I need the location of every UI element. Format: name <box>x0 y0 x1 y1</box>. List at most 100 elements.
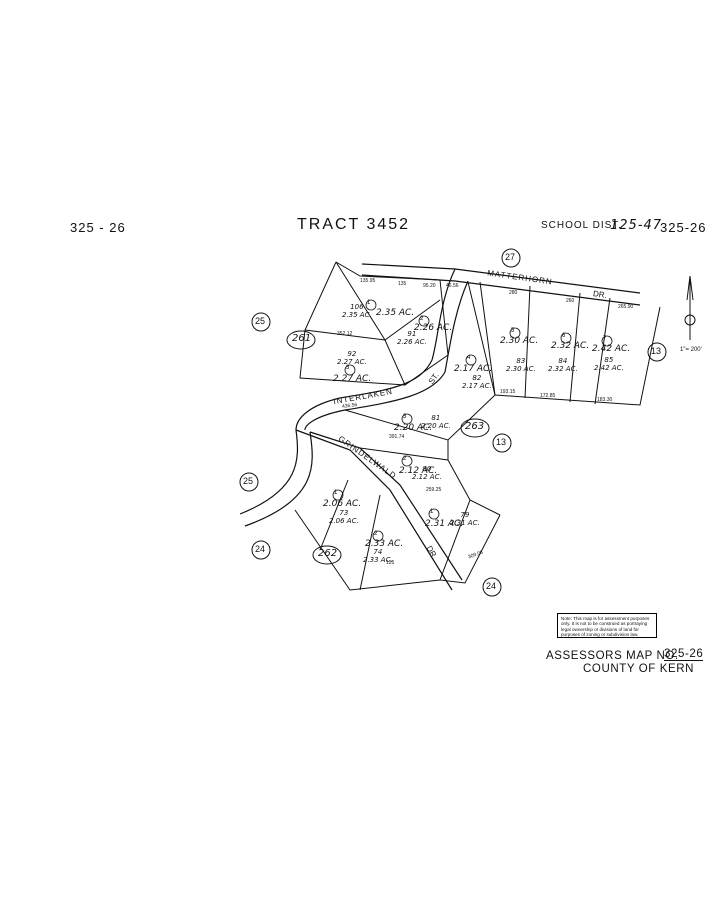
parcel-106-92-boundary <box>299 261 406 386</box>
ref-circle <box>501 248 521 268</box>
lot-number: 3 <box>346 365 350 371</box>
lot-number: 5 <box>511 328 515 334</box>
ref-circle <box>239 472 259 492</box>
dimension-label: 135 <box>398 281 407 287</box>
parcel-79-boundary <box>439 499 501 584</box>
parcel-acres: 2.26 AC. <box>414 323 453 333</box>
dimension-label: 95.20 <box>423 283 436 289</box>
ref-label: 24 <box>486 581 497 591</box>
ref-label: 24 <box>255 544 266 554</box>
lot-number: 4 <box>467 355 471 361</box>
dimension-label: 259.25 <box>426 487 442 493</box>
ref-circle <box>460 418 490 438</box>
lot-number: 2 <box>374 531 378 537</box>
parcel-80-boundary <box>359 447 501 516</box>
ref-label: 27 <box>505 252 516 262</box>
county-label: COUNTY OF KERN <box>583 663 695 675</box>
ref-label: 25 <box>255 316 266 326</box>
parcel-line-6 <box>467 281 496 396</box>
dimension-label: 135.95 <box>360 278 376 284</box>
grindelwald-west-edge <box>295 429 453 591</box>
parcel-acres: 2.17 AC. <box>454 364 493 374</box>
ref-label: 13 <box>651 346 662 356</box>
parcel-line-5 <box>594 297 611 405</box>
lot-number: 6 <box>562 333 566 339</box>
lot-number: 2 <box>420 316 424 322</box>
parcel-acres: 2.30 AC. <box>500 336 539 346</box>
dimension-label: 260 <box>566 298 575 304</box>
parcel-line-8 <box>319 479 349 551</box>
parcel-73-74-boundary <box>294 509 441 591</box>
ref-circle <box>251 540 271 560</box>
parcel-acres: 2.31 AC. <box>425 519 464 529</box>
ref-circle <box>251 312 271 332</box>
ref-label: 13 <box>496 437 507 447</box>
lot-number: 1 <box>367 300 371 306</box>
parcel-line-3 <box>524 285 531 399</box>
map-number-value: 325-26 <box>664 648 704 661</box>
ref-label: 263 <box>465 421 485 432</box>
lot-number: 2 <box>403 456 407 462</box>
ref-circle <box>647 342 667 362</box>
dimension-label: 280 <box>509 290 518 296</box>
map-title: TRACT 3452 <box>297 216 411 233</box>
west-road-north-edge <box>239 429 299 515</box>
lot-number: 7 <box>603 336 607 342</box>
dimension-label: 391.74 <box>389 434 405 440</box>
parcel-91-boundary <box>335 261 449 386</box>
parcel-line-2 <box>384 299 441 341</box>
parcel-acres: 2.35 AC. <box>376 308 415 318</box>
parcel-line-1 <box>304 329 386 341</box>
parcel-acres: 2.20 AC. <box>394 423 433 433</box>
ref-label: 262 <box>318 548 338 559</box>
parcel-81-boundary <box>344 394 496 441</box>
parcel-acres: 2.33 AC. <box>365 539 404 549</box>
lot-number: 1 <box>430 509 434 515</box>
east-block-boundary <box>479 281 661 406</box>
dimension-label: 183.30 <box>597 397 613 403</box>
parcel-acres: 2.27 AC. <box>333 374 372 384</box>
book-page-right: 325-26 <box>660 220 707 235</box>
school-dist-value: 125-47 <box>610 218 663 233</box>
parcel-line-4 <box>569 292 581 403</box>
dimension-label: 352.12 <box>337 331 353 337</box>
street-matterhorn-suffix: DR. <box>592 289 608 300</box>
north-arrow-icon <box>684 275 696 340</box>
school-dist-label: SCHOOL DIST. <box>541 220 623 231</box>
ref-label: 261 <box>292 333 312 344</box>
ref-circle <box>482 577 502 597</box>
lot-number: 1 <box>334 490 338 496</box>
ref-circle <box>312 545 342 565</box>
parcel-acres: 2.12 AC. <box>399 466 438 476</box>
ref-circle <box>286 330 316 350</box>
west-road-south-edge <box>244 431 313 527</box>
parcel-acres: 2.06 AC. <box>323 499 362 509</box>
parcel-acres: 2.42 AC. <box>592 344 631 354</box>
parcel-acres: 2.32 AC. <box>551 341 590 351</box>
ref-label: 25 <box>243 476 254 486</box>
interlaken-road-east-edge <box>304 280 469 431</box>
matterhorn-road-south-edge <box>361 274 641 306</box>
lot-number: 3 <box>403 414 407 420</box>
book-page-left: 325 - 26 <box>70 220 126 235</box>
grindelwald-east-edge <box>309 431 463 581</box>
disclaimer-note: Note: This map is for assessment purpose… <box>557 613 657 638</box>
dimension-label: 125 <box>386 560 395 566</box>
disclaimer-text: Note: This map is for assessment purpose… <box>561 616 650 638</box>
interlaken-road-west-edge <box>295 268 456 431</box>
ref-circle <box>492 433 512 453</box>
dimension-label: 265.90 <box>618 304 634 310</box>
dimension-label: 172.85 <box>540 393 556 399</box>
